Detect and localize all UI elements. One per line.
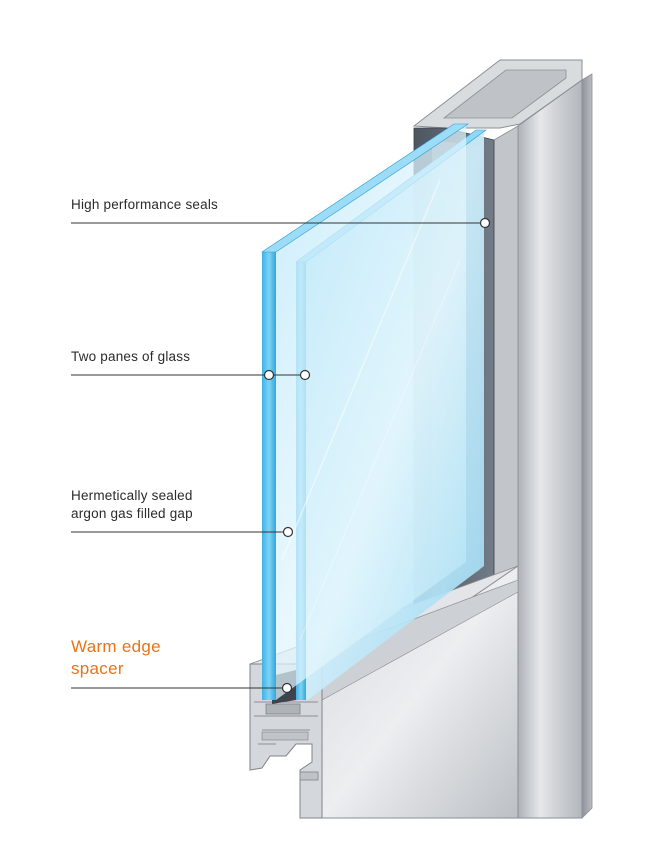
frame-right-side: [581, 73, 593, 819]
leader-dot-icon: [282, 526, 294, 538]
glass-pane-front-edge: [262, 252, 276, 700]
callout-argon-text-line2: argon gas filled gap: [71, 506, 193, 521]
callout-spacer-text-line1: Warm edge: [71, 637, 161, 656]
frame-inner-strip: [493, 125, 519, 583]
glazing-unit: [261, 123, 487, 704]
frame-vertical-face: [517, 79, 583, 819]
callout-glass-text: Two panes of glass: [71, 349, 191, 364]
leader-dots: [263, 217, 491, 694]
leader-dot-icon: [281, 682, 293, 694]
callout-argon-text-line1: Hermetically sealed: [71, 488, 193, 503]
callout-seals: High performance seals: [71, 196, 218, 214]
callout-spacer-text-line2: spacer: [71, 659, 124, 678]
glass-pane-front-top: [261, 123, 469, 253]
leader-dot-icon: [479, 217, 491, 229]
leader-dot-icon: [263, 369, 275, 381]
frame-top-inner: [442, 69, 567, 119]
glass-highlight: [281, 179, 441, 561]
leader-dot-icon: [299, 369, 311, 381]
sill-profile-detail: [254, 701, 318, 745]
callout-glass: Two panes of glass: [71, 348, 190, 366]
sill-hatch: [261, 731, 309, 741]
sill-foot: [299, 771, 319, 781]
callout-argon: Hermetically sealed argon gas filled gap: [71, 487, 193, 523]
callout-spacer: Warm edge spacer: [71, 636, 161, 680]
glass-pane-front: [262, 124, 466, 700]
glass-highlight: [299, 259, 461, 641]
callout-seals-text: High performance seals: [71, 197, 218, 212]
sill-channel: [265, 703, 301, 715]
